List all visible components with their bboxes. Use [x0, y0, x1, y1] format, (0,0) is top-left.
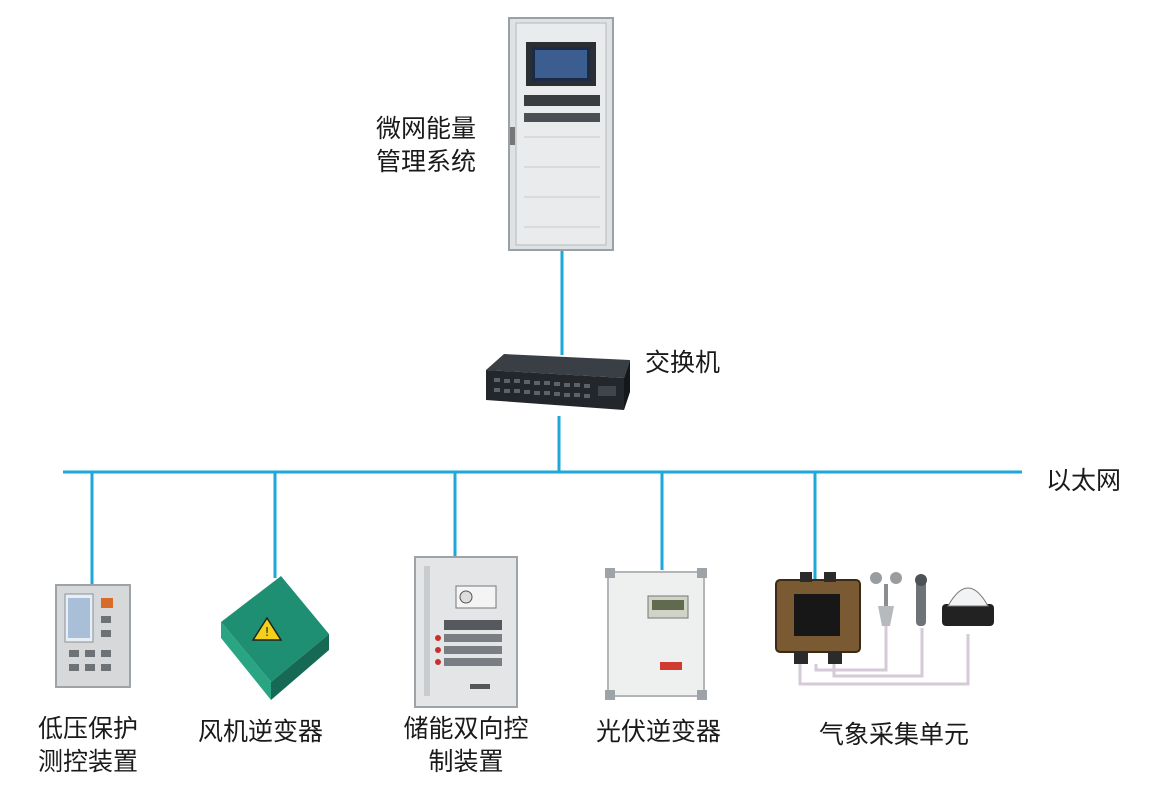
- device-lv-label-line-1: 低压保护: [38, 714, 139, 743]
- device-storage-label: 储能双向控 制装置: [393, 712, 539, 778]
- svg-text:!: !: [265, 625, 270, 639]
- device-lv-label: 低压保护 测控装置: [38, 712, 138, 778]
- control-cabinet-icon: [414, 556, 518, 708]
- wind-inverter-icon: !: [221, 576, 329, 700]
- ems-label: 微网能量 管理系统: [376, 112, 476, 178]
- device-storage-label-line-1: 储能双向控: [403, 714, 529, 743]
- device-weather-label: 气象采集单元: [819, 718, 969, 751]
- device-storage-label-line-2: 制装置: [428, 747, 504, 776]
- switch-label: 交换机: [645, 348, 721, 377]
- server-cabinet-icon: [508, 17, 614, 251]
- device-wind-label: 风机逆变器: [198, 715, 323, 748]
- ems-label-line-2: 管理系统: [376, 147, 477, 176]
- device-pv-label-line-1: 光伏逆变器: [596, 717, 722, 746]
- network-switch-icon: [486, 354, 630, 410]
- device-wind-label-line-1: 风机逆变器: [198, 717, 324, 746]
- weather-station-icon: [775, 572, 994, 686]
- device-pv-label: 光伏逆变器: [596, 715, 721, 748]
- ethernet-label: 以太网: [1046, 466, 1122, 495]
- pv-inverter-icon: [605, 568, 707, 700]
- device-lv-label-line-2: 测控装置: [38, 747, 139, 776]
- device-weather-label-line-1: 气象采集单元: [819, 720, 970, 749]
- ems-label-line-1: 微网能量: [376, 114, 477, 143]
- protection-relay-icon: [55, 584, 131, 688]
